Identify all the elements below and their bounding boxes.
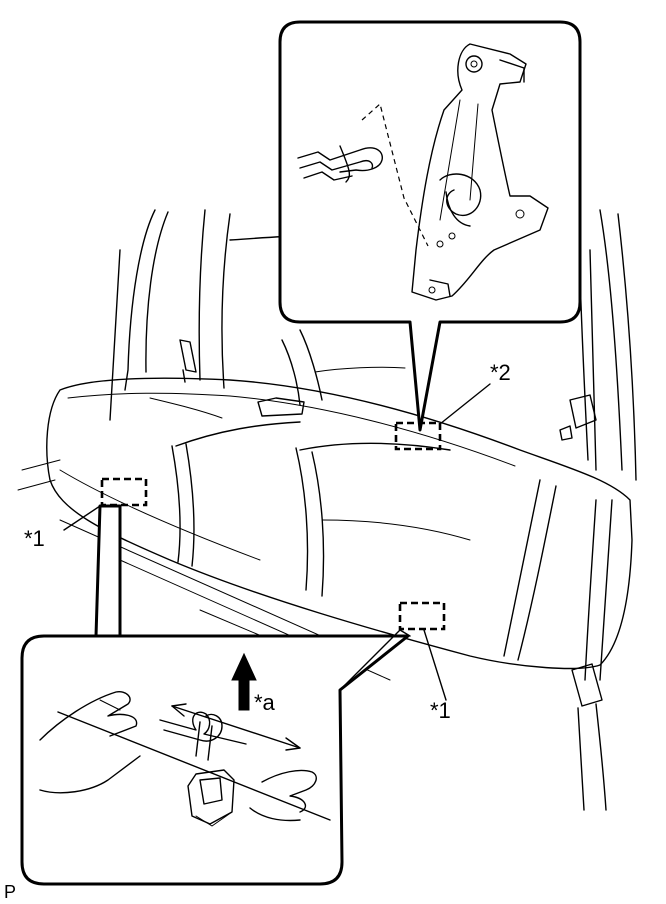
callout-label-2: *2	[490, 360, 511, 385]
callout-label-a: *a	[254, 690, 276, 715]
leader-2	[439, 383, 491, 425]
clip-detail-inset	[20, 504, 411, 886]
clip-location-box-left	[100, 477, 148, 507]
seat-cushion	[46, 377, 633, 670]
callout-label-1-right: *1	[430, 698, 451, 723]
clip-location-box-right	[398, 601, 446, 631]
leader-1-left	[63, 505, 101, 531]
corner-mark: P	[4, 882, 16, 902]
hook-detail-inset	[278, 20, 582, 432]
callout-label-1-left: *1	[24, 526, 45, 551]
seat-back-and-body	[17, 209, 637, 811]
leader-1-right	[423, 629, 447, 701]
